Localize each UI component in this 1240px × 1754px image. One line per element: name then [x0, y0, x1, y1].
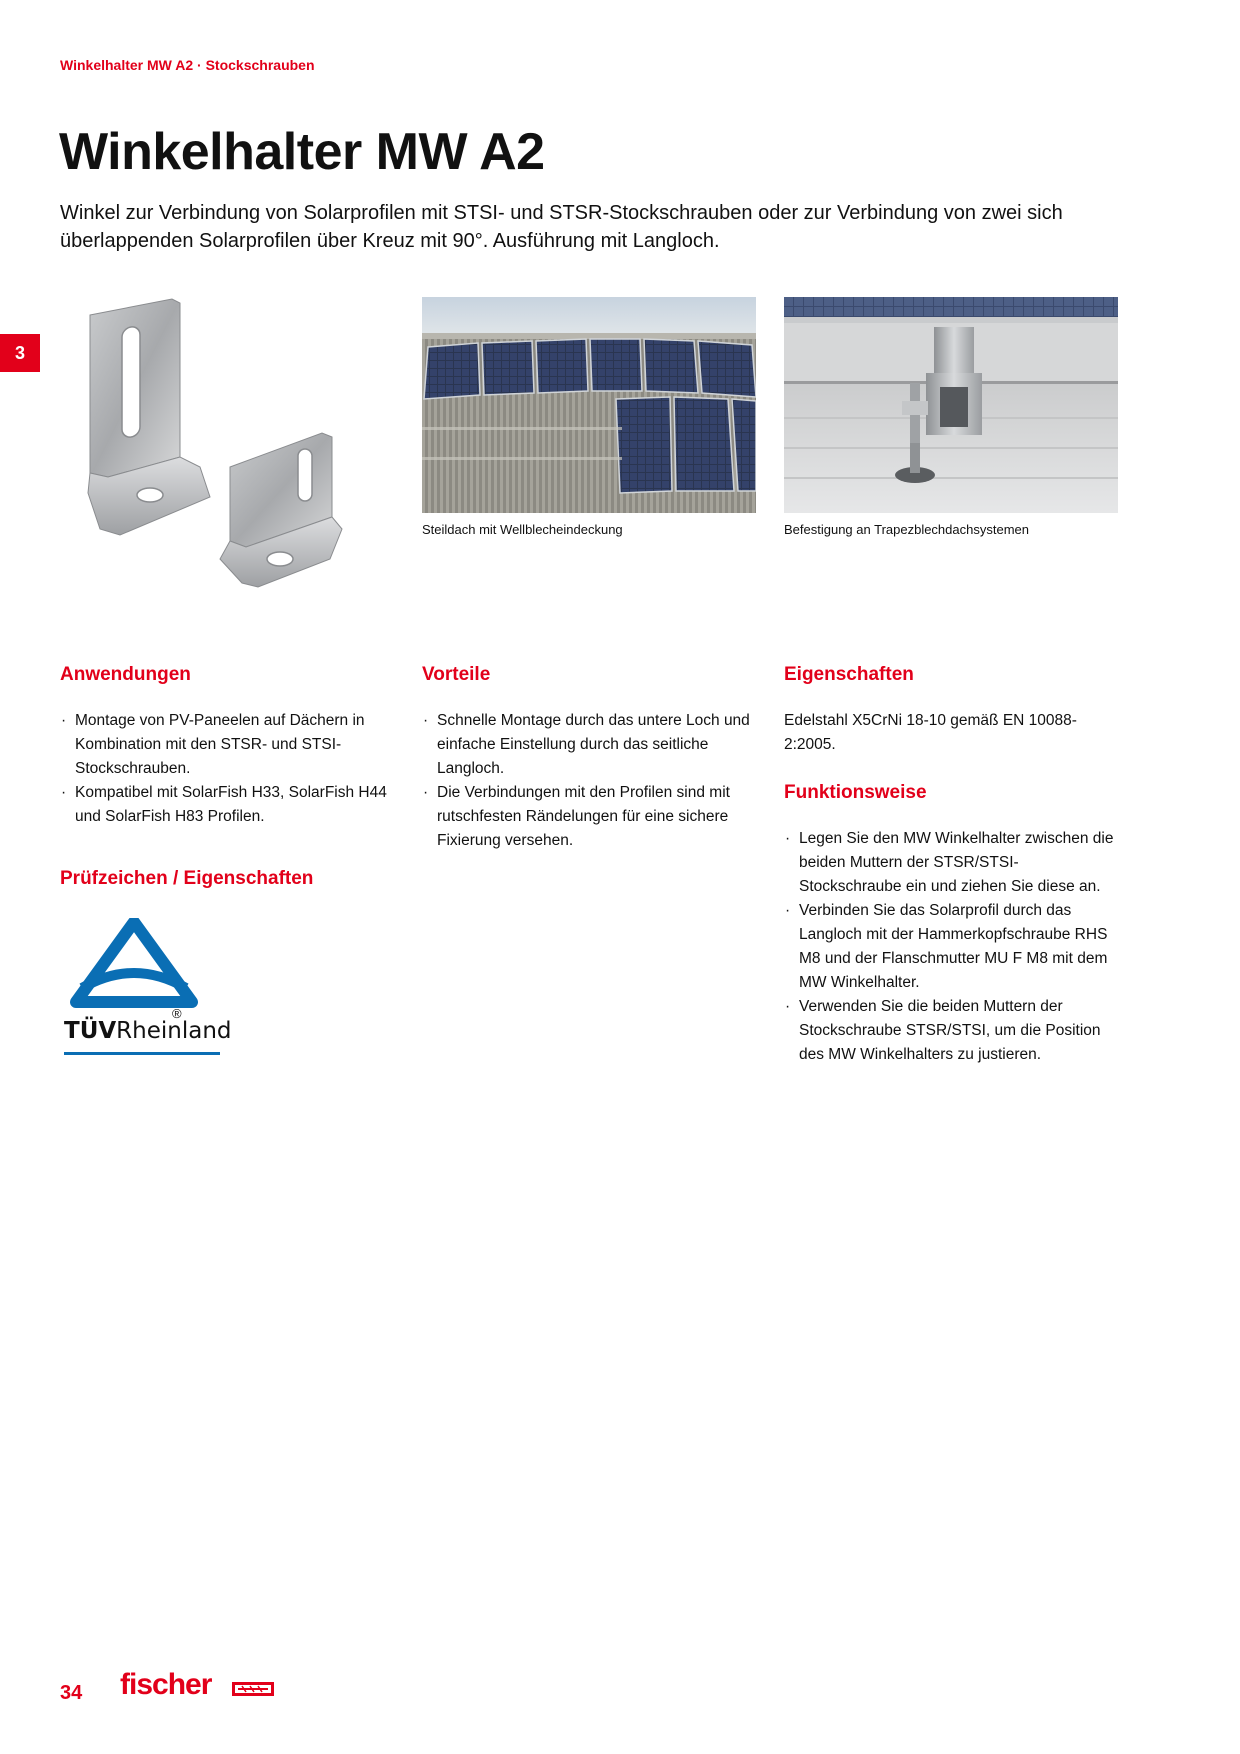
vorteile-heading: Vorteile: [422, 664, 491, 685]
eigenschaften-text: Edelstahl X5CrNi 18-10 gemäß EN 10088-2:…: [784, 712, 1077, 753]
list-item: ·Verbinden Sie das Solarprofil durch das…: [785, 902, 1108, 991]
page-title: Winkelhalter MW A2: [59, 123, 545, 181]
list-item: ·Verwenden Sie die beiden Muttern der St…: [785, 998, 1101, 1063]
tuv-wordmark-bold: TÜV: [64, 1018, 117, 1044]
list-item: ·Legen Sie den MW Winkelhalter zwischen …: [785, 830, 1114, 895]
fischer-plug-icon: [232, 1680, 274, 1698]
registered-mark: ®: [172, 1006, 182, 1021]
photo-caption-1: Steildach mit Wellblecheindeckung: [422, 522, 623, 537]
photo-caption-2: Befestigung an Trapezblechdachsystemen: [784, 522, 1029, 537]
funktionsweise-heading: Funktionsweise: [784, 782, 927, 803]
tuv-triangle-icon: [70, 916, 198, 1008]
tuv-underline: [64, 1052, 220, 1055]
anwendungen-list: ·Montage von PV-Paneelen auf Dächern in …: [60, 709, 390, 829]
chapter-tab: 3: [0, 334, 40, 372]
product-image: [60, 297, 390, 627]
tuv-wordmark-regular: Rheinland: [116, 1018, 232, 1044]
funktionsweise-list: ·Legen Sie den MW Winkelhalter zwischen …: [784, 827, 1120, 1067]
fischer-logo: fischer: [120, 1668, 212, 1701]
vorteile-list: ·Schnelle Montage durch das untere Loch …: [422, 709, 758, 853]
list-item: ·Kompatibel mit SolarFish H33, SolarFish…: [61, 784, 387, 825]
list-item: ·Die Verbindungen mit den Profilen sind …: [423, 784, 730, 849]
breadcrumb: Winkelhalter MW A2 · Stockschrauben: [60, 57, 315, 73]
roof-photo-corrugated: [422, 297, 756, 513]
list-item: ·Montage von PV-Paneelen auf Dächern in …: [61, 712, 365, 777]
pruefzeichen-heading: Prüfzeichen / Eigenschaften: [60, 868, 314, 889]
eigenschaften-heading: Eigenschaften: [784, 664, 914, 685]
anwendungen-heading: Anwendungen: [60, 664, 191, 685]
intro-paragraph: Winkel zur Verbindung von Solarprofilen …: [60, 202, 1063, 252]
tuv-rheinland-logo: ® TÜVRheinland: [62, 916, 232, 1058]
page-number: 34: [60, 1682, 83, 1704]
list-item: ·Schnelle Montage durch das untere Loch …: [423, 712, 750, 777]
roof-photo-trapezoidal: [784, 297, 1118, 513]
